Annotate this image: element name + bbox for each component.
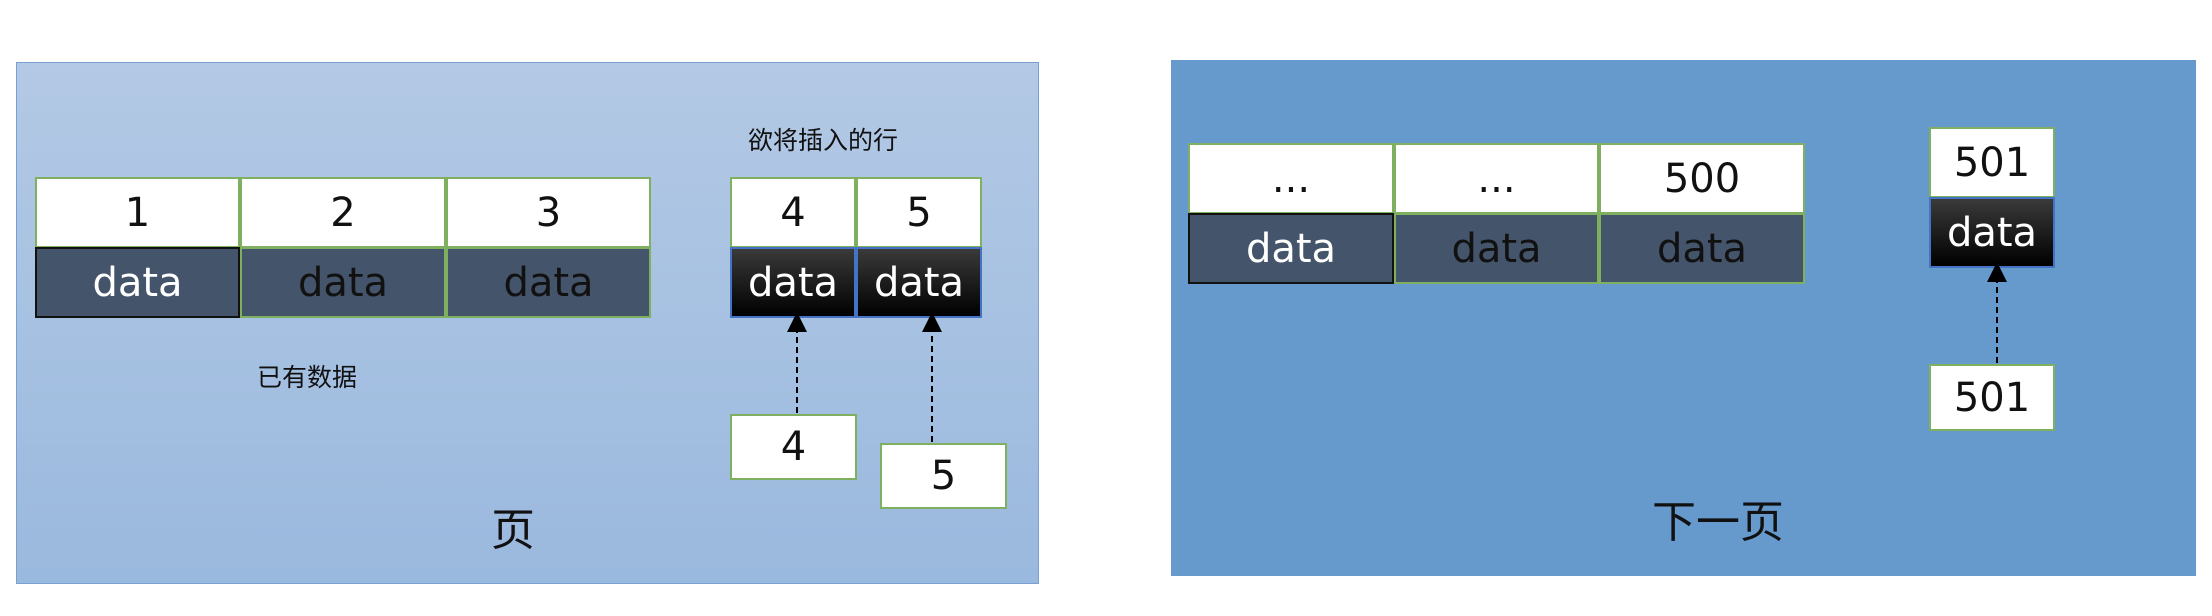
next-row-ellipsis-1-data: data: [1188, 213, 1394, 284]
existing-row-2-data: data: [240, 247, 446, 318]
incoming-row-4: 4: [730, 414, 857, 480]
inserted-row-5-key: 5: [856, 177, 982, 248]
inserted-row-4-data: data: [730, 247, 856, 318]
next-inserted-row-501-data: data: [1929, 197, 2055, 268]
next-page-title: 下一页: [1652, 497, 1784, 548]
inserted-row-4-key: 4: [730, 177, 856, 248]
next-row-ellipsis-2-key: ...: [1394, 143, 1599, 214]
insert-rows-label: 欲将插入的行: [748, 126, 899, 155]
incoming-row-5: 5: [880, 443, 1007, 509]
page-panel: [16, 62, 1039, 584]
inserted-row-5-data: data: [856, 247, 982, 318]
existing-row-3-data: data: [446, 247, 651, 318]
next-row-500-key: 500: [1599, 143, 1805, 214]
next-row-500-data: data: [1599, 213, 1805, 284]
existing-row-3-key: 3: [446, 177, 651, 248]
existing-row-1-key: 1: [35, 177, 240, 248]
page-title: 页: [491, 505, 535, 556]
next-inserted-row-501-key: 501: [1929, 127, 2055, 198]
existing-row-2-key: 2: [240, 177, 446, 248]
existing-data-label: 已有数据: [257, 363, 358, 392]
next-row-ellipsis-2-data: data: [1394, 213, 1599, 284]
existing-row-1-data: data: [35, 247, 240, 318]
next-incoming-row-501: 501: [1929, 364, 2055, 431]
next-row-ellipsis-1-key: ...: [1188, 143, 1394, 214]
